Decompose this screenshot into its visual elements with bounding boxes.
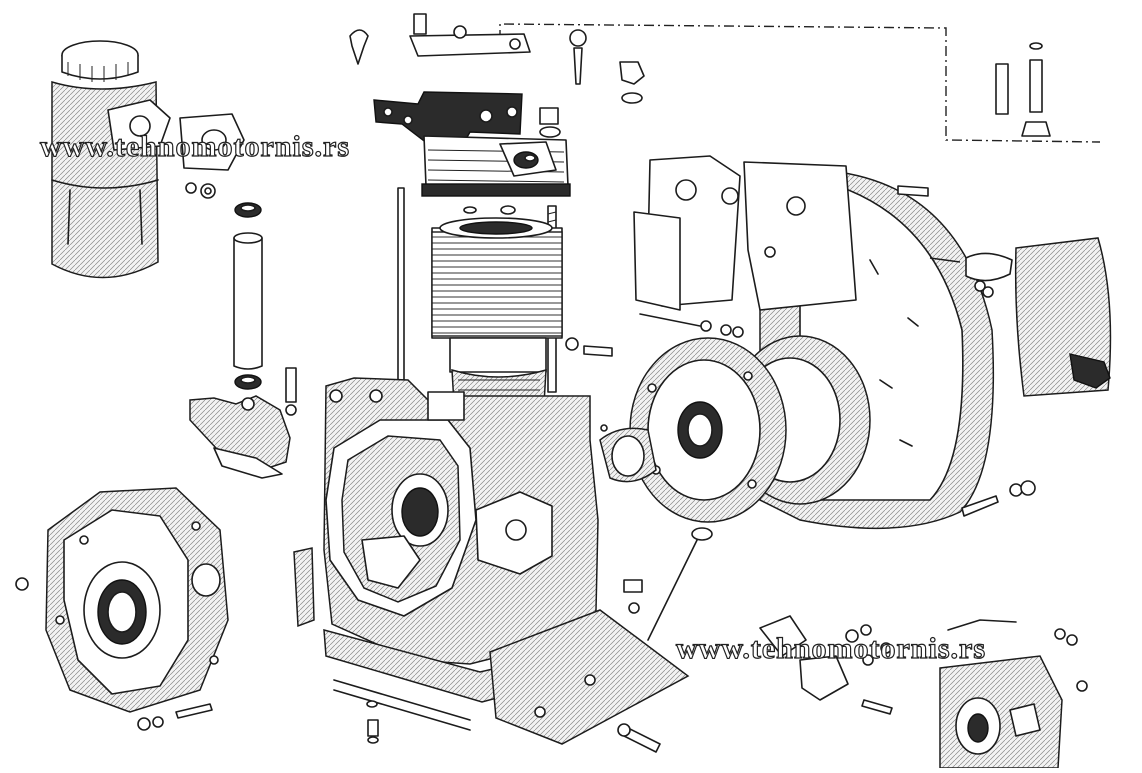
air-filter (51, 40, 245, 279)
watermark-top: www.tehnomotornis.rs (39, 129, 350, 163)
crankcase (323, 377, 599, 665)
leader-line (499, 23, 1101, 143)
base-plate (293, 547, 690, 745)
cylinder-head (373, 91, 571, 215)
right-hardware (961, 42, 1051, 517)
pushrod-tube (233, 202, 297, 416)
watermark-bottom: www.tehnomotornis.rs (675, 631, 986, 665)
dipstick (623, 527, 713, 641)
washers-left (15, 182, 216, 591)
rocker-cover (349, 13, 645, 104)
cylinder-barrel (431, 217, 563, 410)
inset-engine (939, 655, 1063, 769)
flywheel (565, 335, 871, 523)
starter-cup (929, 237, 1112, 397)
governor-parts (759, 615, 1088, 715)
front-cover (45, 487, 229, 731)
bottom-bolts (366, 700, 661, 753)
mounting-brackets (633, 155, 929, 338)
rocker-bracket (189, 395, 291, 479)
